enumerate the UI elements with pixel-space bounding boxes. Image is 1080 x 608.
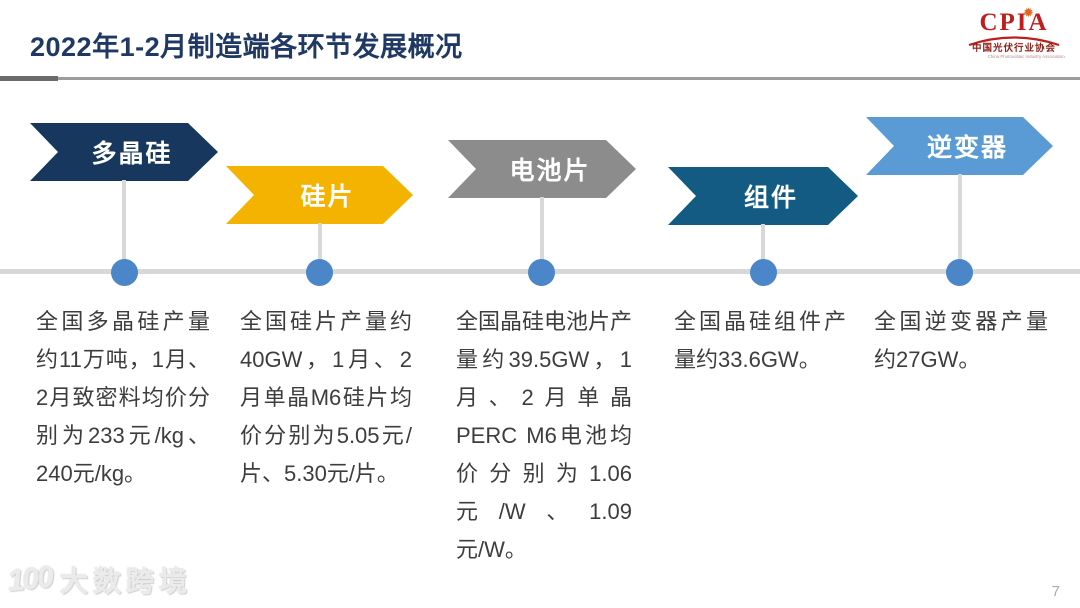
stage-label: 硅片 [300,183,355,211]
stage-description: 全国多晶硅产量约11万吨，1月、2月致密料均价分别为233元/kg、240元/k… [36,309,210,486]
stage-arrow: 电池片 [448,140,636,198]
stage-arrow: 多晶硅 [30,123,218,181]
title-divider-accent [0,76,58,81]
cpia-org-name-en: China Photovoltaic Industry Association [987,54,1065,59]
page-title: 2022年1-2月制造端各环节发展概况 [30,32,463,62]
watermark: 100 大数跨境 [6,560,193,600]
stage-connector [958,174,962,272]
watermark-text: 大数跨境 [60,566,193,597]
cpia-org-name: 中国光伏行业协会 [971,43,1056,54]
stage-description: 全国晶硅电池片产量约39.5GW，1月、2月单晶PERC M6电池均价分别为1.… [456,309,633,562]
watermark-logo-icon: 100 [6,560,54,599]
stage-connector [761,224,765,272]
timeline-dot [528,259,555,286]
stage-label: 逆变器 [926,134,1008,162]
stage-connector [122,180,126,272]
sun-icon: ✹ [1023,6,1036,21]
stage-arrow: 逆变器 [866,117,1053,175]
logo-arc-icon [968,36,1060,47]
timeline-dot [750,259,777,286]
stage-description: 全国晶硅组件产量约33.6GW。 [674,309,846,372]
cpia-logo: CPIA ✹ 中国光伏行业协会 China Photovoltaic Indus… [966,6,1065,63]
timeline-dot [306,259,333,286]
title-divider [0,77,1080,80]
stage-description: 全国硅片产量约40GW，1月、2月单晶M6硅片均价分别为5.05元/片、5.30… [240,309,412,486]
stage-description: 全国逆变器产量约27GW。 [874,309,1048,372]
stage-connector [540,197,544,272]
cpia-acronym: CPIA ✹ [966,6,1062,36]
timeline-dot [946,259,973,286]
stage-label: 组件 [743,184,798,212]
stage-arrow: 硅片 [226,166,413,224]
stage-label: 电池片 [509,157,591,185]
stage-connector [318,223,322,272]
page-number: 7 [1051,583,1060,600]
stage-label: 多晶硅 [91,140,173,168]
timeline-dot [111,259,138,286]
stage-arrow: 组件 [668,167,858,225]
